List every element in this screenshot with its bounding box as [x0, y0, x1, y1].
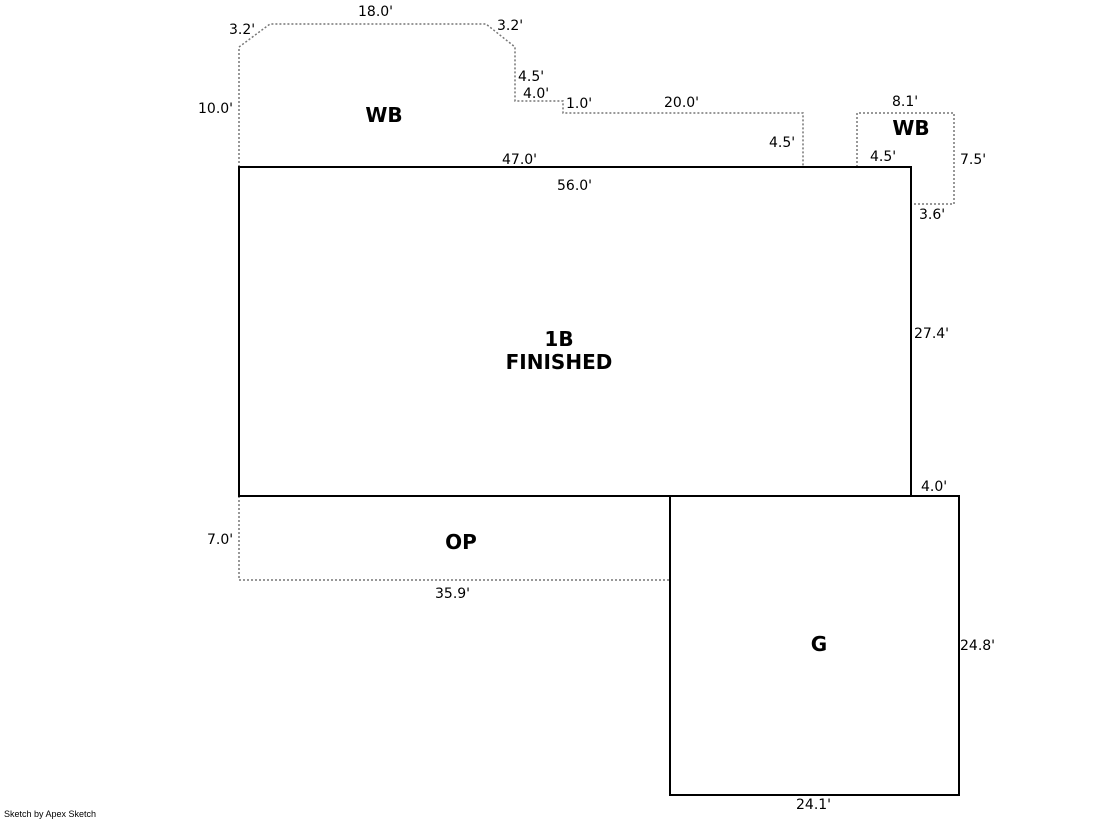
dim-label: 24.8' [960, 638, 995, 654]
dim-label: 35.9' [435, 586, 470, 602]
dim-label: 18.0' [358, 4, 393, 20]
wb-left-label: WB [365, 103, 402, 127]
main-house-outline [238, 166, 912, 497]
wb-left-outline [238, 23, 804, 167]
dim-label: 24.1' [796, 797, 831, 813]
dim-label: 4.0' [523, 86, 549, 102]
dim-label: 3.6' [919, 207, 945, 223]
dim-label: 1.0' [566, 96, 592, 112]
dim-label: 7.5' [960, 152, 986, 168]
dim-label: 4.5' [518, 69, 544, 85]
porch-label: OP [445, 530, 477, 554]
dim-label: 4.0' [921, 479, 947, 495]
credit-text: Sketch by Apex Sketch [4, 809, 97, 819]
dim-label: 10.0' [198, 101, 233, 117]
dim-label: 8.1' [892, 94, 918, 110]
dim-label: 3.2' [497, 18, 523, 34]
dim-label: 4.5' [769, 135, 795, 151]
porch-outline [238, 496, 670, 581]
dim-label: 4.5' [870, 149, 896, 165]
main-area-label-1: 1B [544, 327, 573, 351]
wb-right-outline [856, 112, 955, 205]
dim-label: 27.4' [914, 326, 949, 342]
wb-right-label: WB [892, 116, 929, 140]
dim-label: 7.0' [207, 532, 233, 548]
dim-label: 47.0' [502, 152, 537, 168]
main-area-label-2: FINISHED [506, 350, 613, 374]
dim-label: 3.2' [229, 22, 255, 38]
garage-outline [669, 495, 960, 796]
dim-label: 20.0' [664, 95, 699, 111]
dim-label: 56.0' [557, 178, 592, 194]
garage-label: G [811, 632, 827, 656]
